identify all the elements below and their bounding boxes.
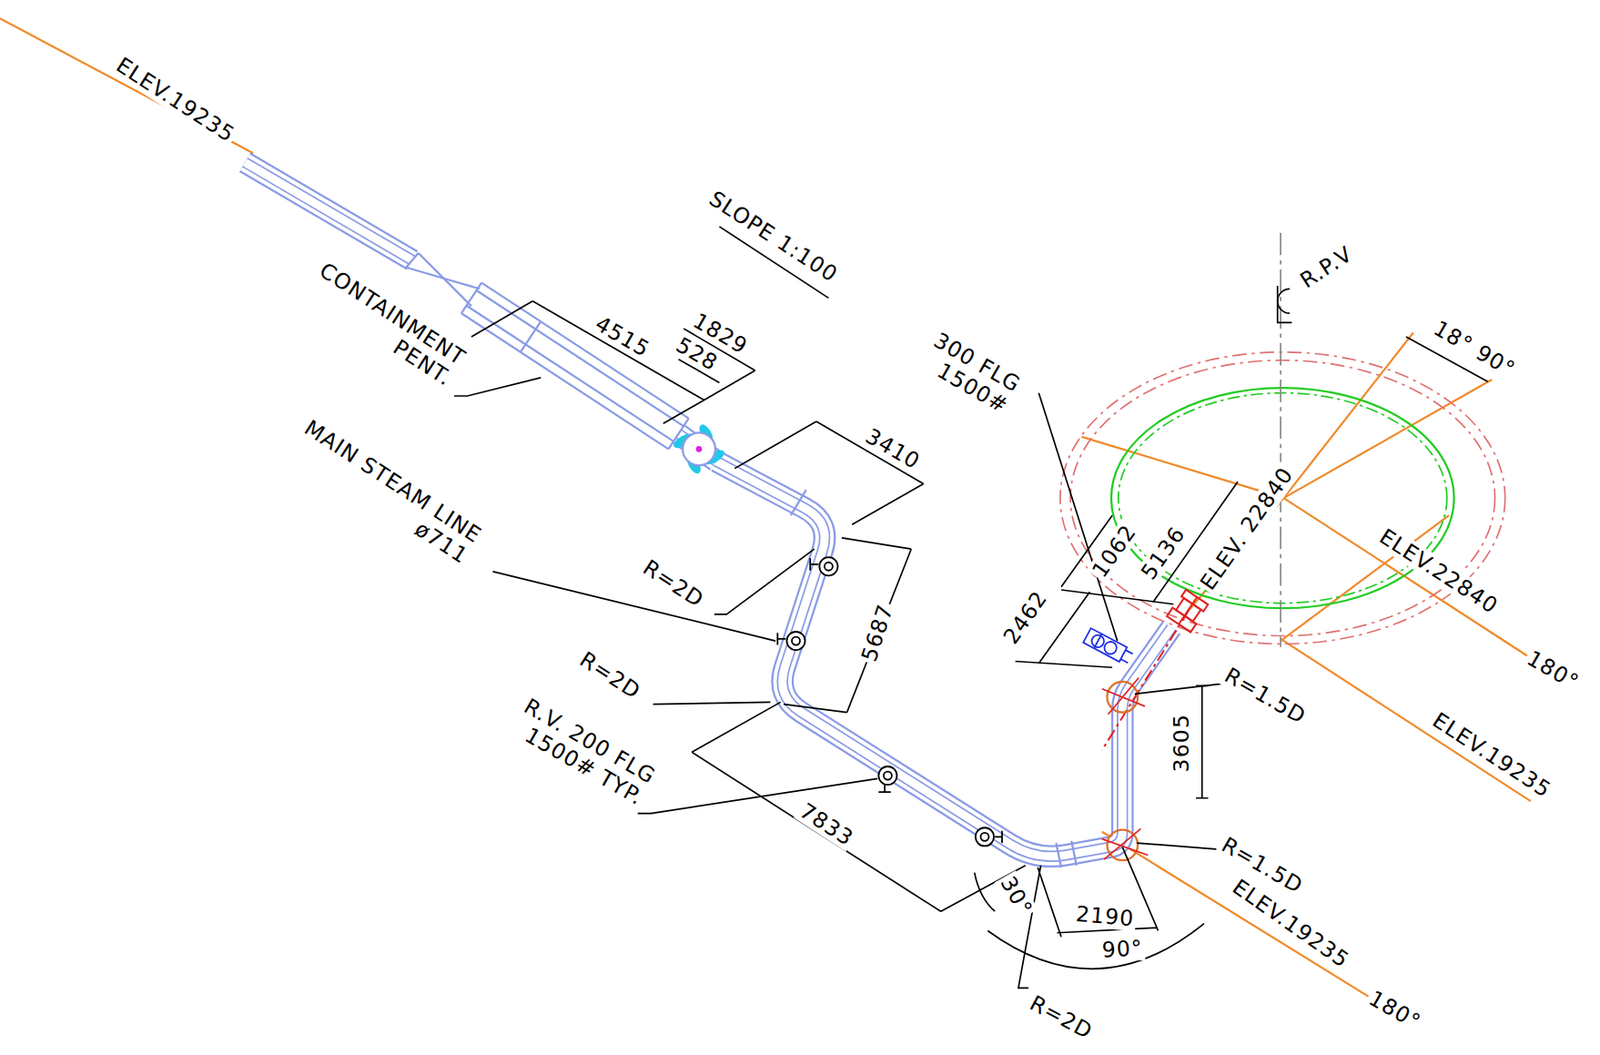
slope-note: SLOPE 1:100 bbox=[702, 184, 844, 289]
reactor-vessel bbox=[1060, 232, 1506, 648]
dimension-label: 3410 bbox=[859, 422, 926, 476]
part-label: 300 FLG 1500# bbox=[901, 319, 1027, 420]
part-label: CONTAINMENT PENT. bbox=[299, 256, 472, 393]
dimension-label: 5687 bbox=[856, 598, 900, 667]
part-label: MAIN STEAM LINE ø711 bbox=[271, 405, 487, 570]
bend-radius-label: R=2D bbox=[637, 554, 710, 614]
dimension-label: 4515 bbox=[588, 310, 656, 364]
flow-element bbox=[671, 422, 728, 476]
angle-label: 180° bbox=[1520, 644, 1585, 696]
dimension-label: 2190 bbox=[1073, 901, 1138, 932]
elevation-lines bbox=[0, 18, 1536, 1005]
angle-label: 90° bbox=[1099, 935, 1146, 963]
elevation-label: ELEV. 22840 bbox=[1194, 460, 1299, 597]
angle-label: 180° bbox=[1362, 984, 1427, 1036]
dimension-label: 3605 bbox=[1169, 711, 1195, 775]
centerline-label: R.P.V bbox=[1294, 240, 1359, 294]
elbow-markers bbox=[1102, 677, 1148, 861]
dimension-label: 7833 bbox=[793, 797, 861, 852]
elevation-label: ELEV.19235 bbox=[1426, 706, 1558, 804]
dimension-lines bbox=[454, 226, 1489, 988]
elevation-label: ELEV.22840 bbox=[1373, 523, 1505, 621]
bend-radius-label: R=2D bbox=[573, 646, 647, 706]
angle-label: 18° 90° bbox=[1427, 314, 1522, 384]
bend-radius-label: R=1.5D bbox=[1218, 661, 1313, 730]
flanged-valve bbox=[1083, 627, 1135, 666]
bend-radius-label: R=2D bbox=[1023, 990, 1099, 1046]
dimension-label: 1062 bbox=[1085, 517, 1143, 584]
dimension-label: 2462 bbox=[997, 584, 1054, 650]
elevation-label: ELEV.19235 bbox=[110, 51, 242, 150]
